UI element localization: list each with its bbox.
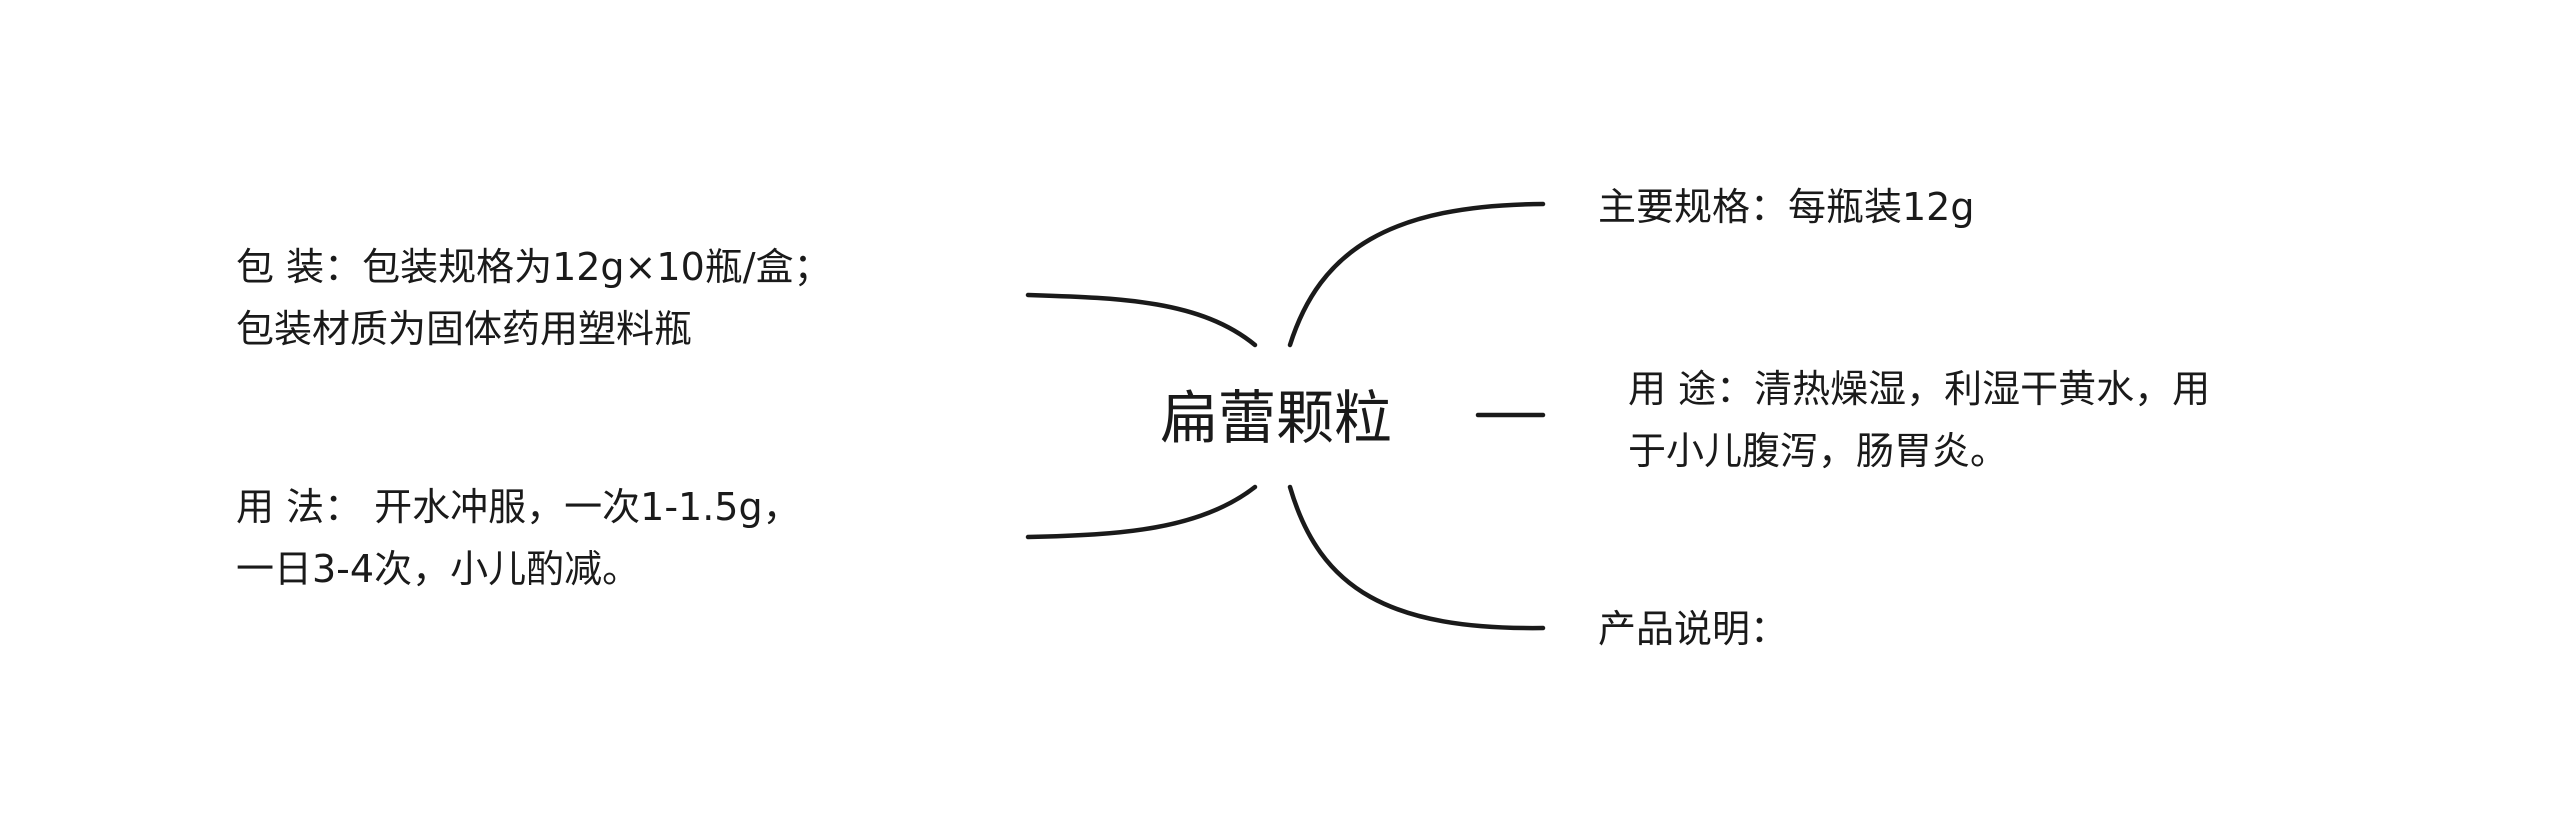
connector-left-lower (1025, 484, 1258, 540)
topic-product-description-line-1: 产品说明： (1598, 607, 1789, 651)
central-topic-label: 扁蕾颗粒 (1160, 384, 1393, 452)
topic-usage-line-2: 一日3-4次，小儿酌减。 (236, 547, 641, 591)
topic-purpose-line-2: 于小儿腹泻，肠胃炎。 (1628, 429, 2009, 473)
central-topic[interactable]: 扁蕾颗粒 (1160, 378, 1392, 458)
connector-left-upper (1025, 292, 1258, 348)
topic-specification-line-1: 主要规格：每瓶装12g (1598, 185, 1975, 229)
topic-specification[interactable]: 主要规格：每瓶装12g (1598, 176, 1974, 238)
topic-usage[interactable]: 用 法： 开水冲服，一次1-1.5g， 一日3-4次，小儿酌减。 (236, 476, 801, 600)
topic-purpose[interactable]: 用 途：清热燥湿，利湿干黄水，用 于小儿腹泻，肠胃炎。 (1628, 358, 2210, 482)
topic-product-description[interactable]: 产品说明： (1598, 598, 1788, 660)
connector-right-lower (1287, 484, 1546, 631)
topic-packaging[interactable]: 包 装：包装规格为12g×10瓶/盒； 包装材质为固体药用塑料瓶 (236, 236, 832, 360)
topic-usage-line-1: 用 法： 开水冲服，一次1-1.5g， (236, 485, 801, 529)
topic-purpose-line-1: 用 途：清热燥湿，利湿干黄水，用 (1628, 367, 2211, 411)
topic-packaging-line-1: 包 装：包装规格为12g×10瓶/盒； (236, 245, 832, 289)
topic-packaging-line-2: 包装材质为固体药用塑料瓶 (236, 307, 693, 351)
connector-right-upper (1287, 201, 1546, 348)
